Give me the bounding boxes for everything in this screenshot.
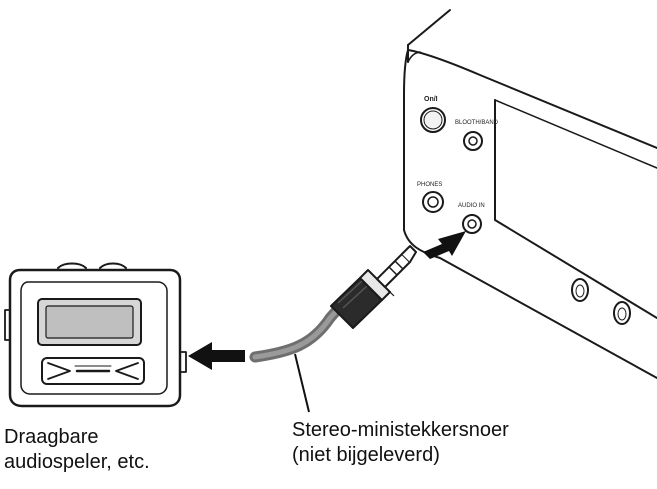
power-label: On/I — [424, 96, 438, 103]
audio-in-jack-label: AUDIO IN — [458, 203, 485, 209]
front-button-2 — [613, 301, 631, 325]
cable-label-line2: (niet bijgeleverd) — [292, 444, 440, 466]
player-label-line1: Draagbare — [4, 426, 99, 448]
arrow-to-player-icon — [188, 342, 245, 370]
stereo-mini-plug — [330, 245, 417, 329]
front-button-1 — [571, 278, 589, 302]
power-button[interactable] — [420, 107, 446, 133]
cable-label-line1: Stereo-ministekkersnoer — [292, 419, 509, 441]
portable-audio-player — [4, 262, 187, 408]
cable-label-leader — [294, 353, 310, 413]
main-device — [403, 9, 657, 379]
player-label-line2: audiospeler, etc. — [4, 451, 150, 473]
cable-label: Stereo-ministekkersnoer (niet bijgelever… — [292, 418, 509, 468]
jack-top-right-label: BLOOTH/BAND — [455, 120, 499, 126]
player-label: Draagbare audiospeler, etc. — [4, 425, 150, 475]
jack-top-right — [463, 131, 483, 151]
audio-in-jack — [462, 214, 482, 234]
phones-jack — [422, 191, 444, 213]
arrow-to-device-icon — [423, 231, 466, 259]
phones-jack-label: PHONES — [417, 182, 442, 188]
